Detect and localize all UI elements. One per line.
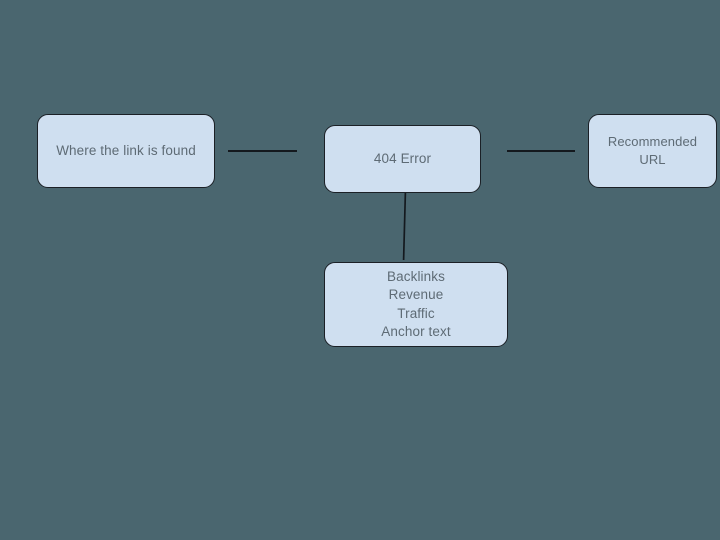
edge-404-error-to-recommended-url	[507, 150, 575, 152]
node-label-recommended-url: Recommended URL	[607, 134, 698, 167]
node-label-404-error: 404 Error	[373, 151, 432, 166]
node-label-where-the-link-is-found: Where the link is found	[56, 143, 196, 158]
node-404-error[interactable]: 404 Error	[324, 125, 481, 193]
edge-404-error-to-metrics	[402, 191, 407, 261]
node-where-the-link-is-found[interactable]: Where the link is found	[37, 114, 215, 188]
node-recommended-url[interactable]: Recommended URL	[588, 114, 717, 188]
node-metrics[interactable]: Backlinks Revenue Traffic Anchor text	[324, 262, 508, 347]
node-label-metrics: Backlinks Revenue Traffic Anchor text	[381, 268, 451, 340]
edge-where-to-404-error	[228, 150, 297, 152]
